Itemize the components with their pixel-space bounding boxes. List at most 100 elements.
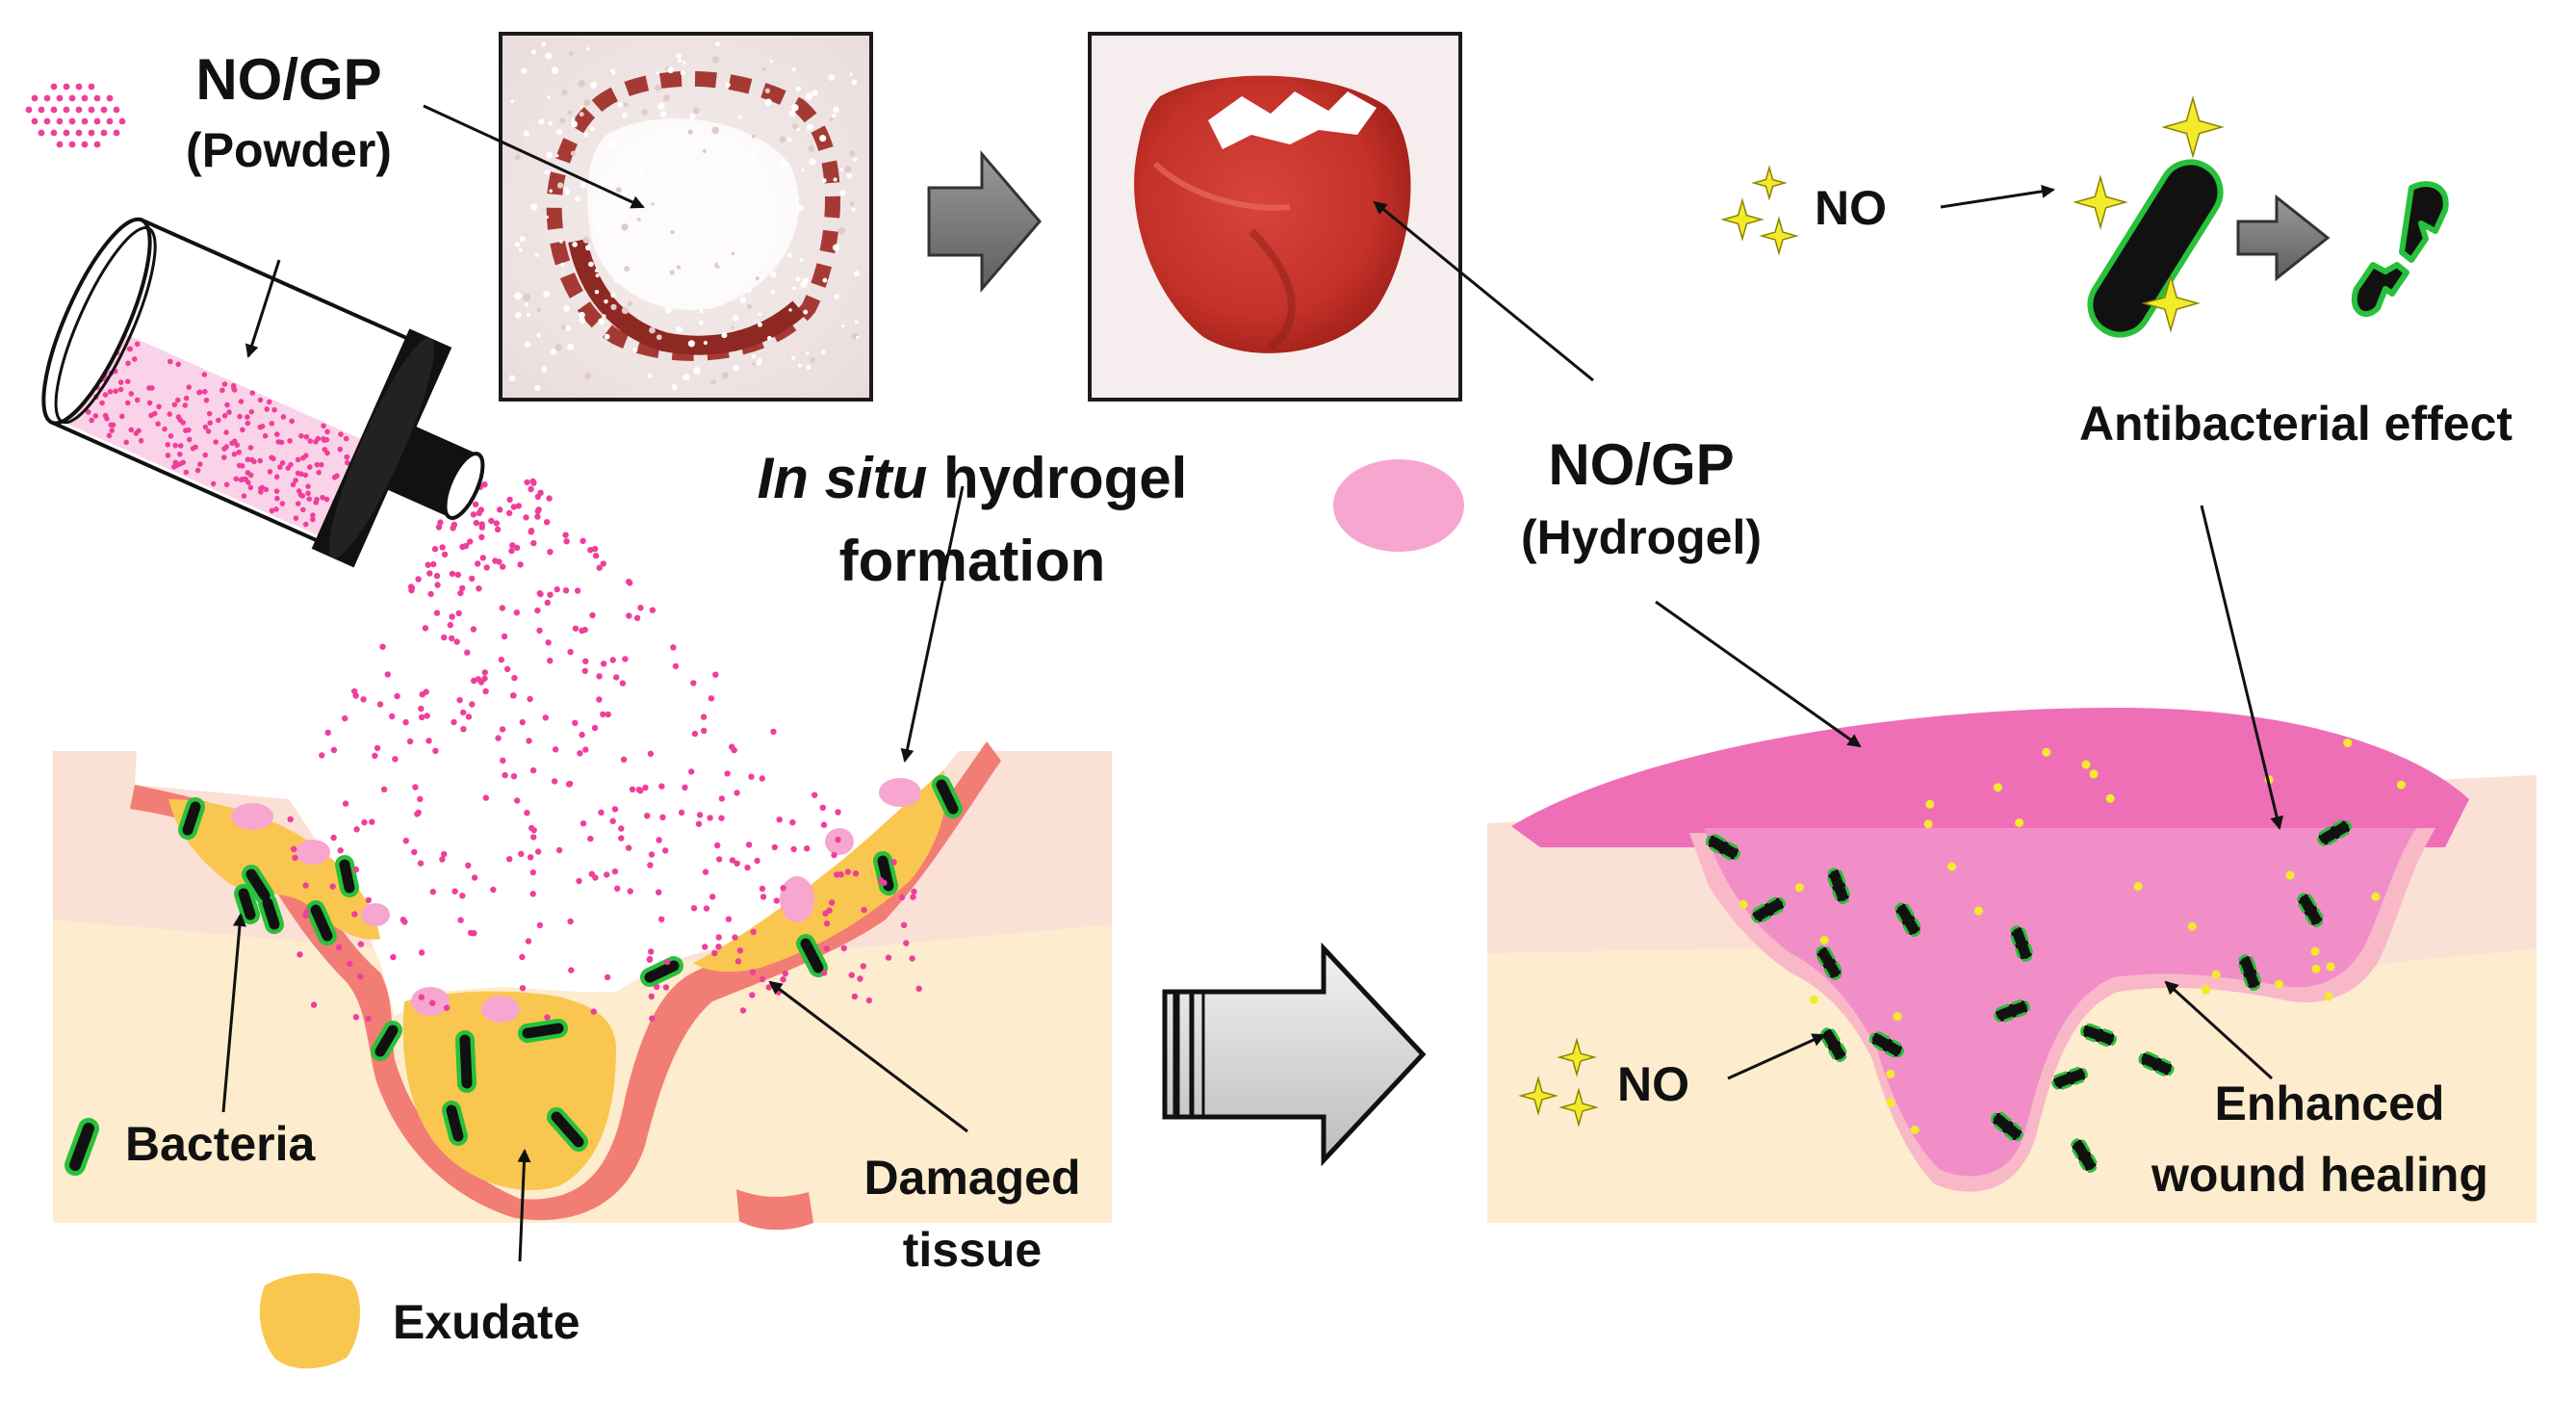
damaged-bacterium bbox=[2009, 925, 2034, 962]
dot bbox=[511, 674, 518, 682]
dot bbox=[590, 81, 598, 89]
dot bbox=[302, 521, 309, 528]
dot bbox=[559, 240, 563, 244]
dot bbox=[56, 117, 64, 125]
dot bbox=[848, 972, 855, 978]
dot bbox=[689, 113, 696, 119]
dot bbox=[441, 551, 449, 558]
dot bbox=[750, 928, 757, 935]
dot bbox=[213, 439, 219, 445]
dot bbox=[172, 459, 179, 466]
dot bbox=[2201, 984, 2210, 994]
dot bbox=[821, 970, 828, 976]
dot bbox=[310, 1001, 318, 1008]
dot bbox=[56, 94, 64, 102]
dot bbox=[525, 938, 532, 945]
dot bbox=[714, 41, 720, 47]
dot bbox=[572, 719, 579, 726]
dot bbox=[221, 381, 228, 387]
dot bbox=[832, 244, 840, 251]
dot bbox=[729, 743, 735, 750]
dot bbox=[245, 414, 250, 420]
dot bbox=[128, 391, 135, 397]
dot bbox=[727, 274, 733, 280]
dot bbox=[2105, 793, 2115, 803]
dot bbox=[759, 975, 766, 983]
dot bbox=[352, 866, 360, 873]
dot bbox=[770, 728, 777, 736]
dot bbox=[464, 649, 471, 656]
dot bbox=[167, 411, 173, 417]
dot bbox=[610, 303, 617, 311]
dot bbox=[911, 888, 917, 895]
dot bbox=[475, 676, 481, 683]
dot bbox=[459, 584, 466, 592]
damaged-bacterium bbox=[1705, 834, 1741, 861]
dot bbox=[806, 351, 810, 355]
dot bbox=[722, 236, 729, 243]
dot bbox=[849, 72, 853, 76]
dot bbox=[2326, 962, 2335, 972]
dot bbox=[1947, 862, 1957, 871]
dot bbox=[619, 680, 627, 687]
damaged-bacterium bbox=[1826, 868, 1851, 904]
dot bbox=[433, 572, 441, 580]
dot bbox=[88, 83, 95, 91]
dot bbox=[31, 94, 39, 102]
dot bbox=[513, 610, 520, 616]
dot bbox=[263, 486, 270, 493]
dot bbox=[357, 941, 365, 947]
dot bbox=[477, 506, 484, 513]
bacteria-label: Bacteria bbox=[125, 1117, 316, 1171]
dot bbox=[551, 66, 559, 74]
dot bbox=[2371, 892, 2381, 901]
dot bbox=[503, 665, 511, 673]
pointer-lines bbox=[221, 104, 2283, 1262]
dot bbox=[635, 787, 643, 793]
dot bbox=[462, 542, 470, 550]
powder-spray bbox=[287, 478, 922, 1023]
dot bbox=[273, 506, 279, 512]
dot bbox=[337, 847, 344, 854]
dot bbox=[609, 141, 617, 148]
dot bbox=[99, 400, 105, 406]
dot bbox=[167, 358, 173, 365]
dot bbox=[654, 983, 660, 991]
dot bbox=[592, 553, 600, 559]
dot bbox=[285, 465, 292, 471]
dot bbox=[644, 157, 652, 165]
dot bbox=[441, 850, 448, 858]
dot bbox=[427, 590, 434, 598]
dot bbox=[739, 1007, 747, 1014]
dot bbox=[611, 806, 619, 813]
dot bbox=[660, 216, 664, 220]
dot bbox=[544, 1014, 551, 1021]
dot bbox=[247, 484, 254, 491]
dot bbox=[280, 414, 287, 420]
dot bbox=[519, 236, 526, 243]
dot bbox=[729, 857, 736, 864]
dot bbox=[790, 845, 797, 853]
dot bbox=[127, 346, 134, 352]
dot bbox=[662, 984, 670, 991]
dot bbox=[106, 432, 113, 439]
dot bbox=[850, 201, 855, 206]
dot bbox=[702, 944, 708, 950]
dot bbox=[456, 696, 463, 704]
dot bbox=[629, 786, 636, 792]
dot bbox=[92, 413, 99, 419]
dot bbox=[761, 66, 766, 71]
dot bbox=[1910, 1126, 1919, 1134]
dot bbox=[478, 521, 485, 528]
dot bbox=[649, 326, 656, 334]
right-wound-panel bbox=[1487, 708, 2537, 1223]
dot bbox=[183, 395, 190, 402]
dot bbox=[43, 94, 51, 102]
dot bbox=[2285, 870, 2295, 880]
dot bbox=[450, 525, 456, 532]
dot bbox=[351, 911, 358, 918]
dot bbox=[767, 335, 772, 341]
dot bbox=[124, 400, 131, 406]
dot bbox=[399, 917, 406, 923]
dot bbox=[81, 117, 89, 125]
